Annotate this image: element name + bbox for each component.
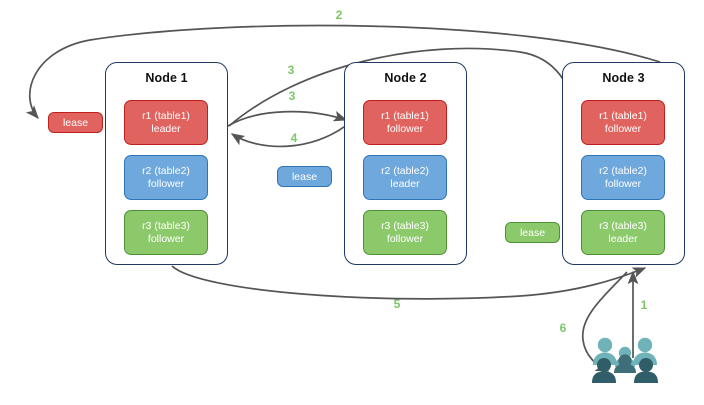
lease-badge-r3[interactable]: lease xyxy=(505,222,560,243)
replica-role: follower xyxy=(386,232,424,245)
replica-name: r2 (table2) xyxy=(142,164,190,177)
replica-r1[interactable]: r1 (table1) follower xyxy=(581,100,665,145)
replica-r1[interactable]: r1 (table1) follower xyxy=(363,100,447,145)
replica-name: r1 (table1) xyxy=(381,109,429,122)
replica-name: r3 (table3) xyxy=(599,219,647,232)
step-label-3-lower: 3 xyxy=(288,89,296,103)
step-label-3-upper: 3 xyxy=(287,63,295,77)
step-label-2: 2 xyxy=(335,8,343,22)
lease-badge-r2[interactable]: lease xyxy=(277,166,332,187)
replica-role: follower xyxy=(147,177,185,190)
replica-r3[interactable]: r3 (table3) follower xyxy=(363,210,447,255)
replica-name: r2 (table2) xyxy=(381,164,429,177)
replica-r2[interactable]: r2 (table2) follower xyxy=(124,155,208,200)
clients-group[interactable] xyxy=(592,335,668,383)
step-label-1: 1 xyxy=(640,298,648,312)
replica-r2[interactable]: r2 (table2) follower xyxy=(581,155,665,200)
node-title: Node 3 xyxy=(602,71,645,85)
replica-role: leader xyxy=(151,122,181,135)
node-container-1[interactable]: Node 1 r1 (table1) leader r2 (table2) fo… xyxy=(105,62,228,265)
replica-name: r1 (table1) xyxy=(142,109,190,122)
lease-badge-r1[interactable]: lease xyxy=(48,112,103,133)
replica-r2[interactable]: r2 (table2) leader xyxy=(363,155,447,200)
replica-r3[interactable]: r3 (table3) leader xyxy=(581,210,665,255)
step-label-6: 6 xyxy=(559,321,567,335)
replica-name: r3 (table3) xyxy=(142,219,190,232)
replica-role: follower xyxy=(386,122,424,135)
replica-role: follower xyxy=(604,122,642,135)
replica-name: r2 (table2) xyxy=(599,164,647,177)
replica-role: follower xyxy=(604,177,642,190)
replica-role: leader xyxy=(608,232,638,245)
node-container-2[interactable]: Node 2 r1 (table1) follower r2 (table2) … xyxy=(344,62,467,265)
users-group-icon xyxy=(592,337,658,383)
arrow-step-3-lower xyxy=(227,110,348,127)
arrow-step-5 xyxy=(171,265,647,300)
step-label-5: 5 xyxy=(393,297,401,311)
replica-r3[interactable]: r3 (table3) follower xyxy=(124,210,208,255)
node-title: Node 1 xyxy=(145,71,188,85)
replica-role: follower xyxy=(147,232,185,245)
replica-r1[interactable]: r1 (table1) leader xyxy=(124,100,208,145)
node-container-3[interactable]: Node 3 r1 (table1) follower r2 (table2) … xyxy=(562,62,685,265)
node-title: Node 2 xyxy=(384,71,427,85)
replica-name: r1 (table1) xyxy=(599,109,647,122)
step-label-4: 4 xyxy=(290,131,298,145)
replica-role: leader xyxy=(390,177,420,190)
replica-name: r3 (table3) xyxy=(381,219,429,232)
